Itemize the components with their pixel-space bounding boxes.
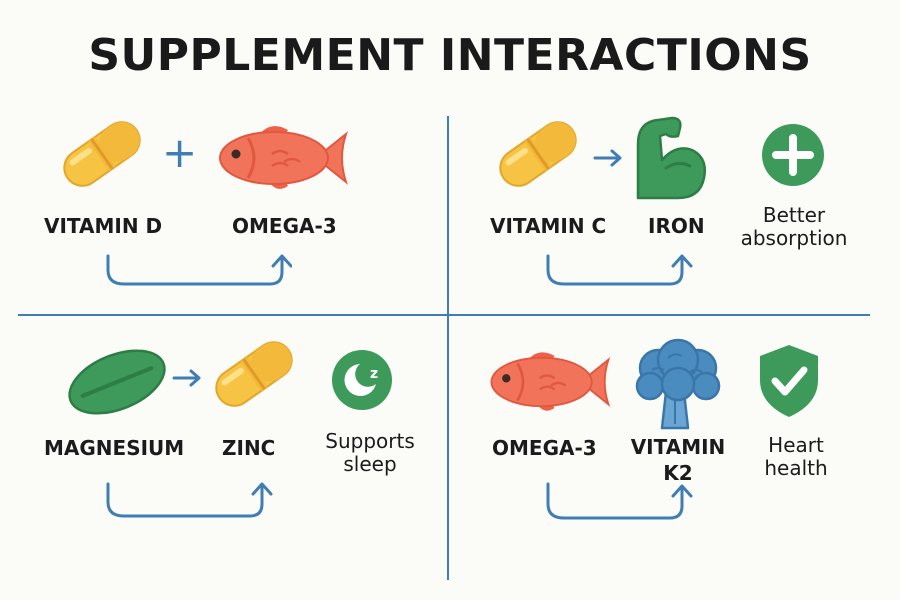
result-heart-health: Heart health [764,433,828,480]
connector-plus: + [162,128,198,177]
label-magnesium: MAGNESIUM [44,436,185,460]
panel-magnesium-zinc: z MAGNESIUM ZINC Supports sleep [0,330,430,530]
horizontal-divider [18,314,870,316]
vertical-divider [447,116,449,580]
arrow-icon [172,368,202,388]
fish-icon [484,344,614,420]
label-vitamin-c: VITAMIN C [490,214,607,238]
curved-arrow-icon [546,482,693,520]
fish-icon [212,118,352,198]
label-iron: IRON [648,214,705,238]
broccoli-icon [635,338,721,430]
flexed-arm-icon [636,116,706,200]
label-zinc: ZINC [222,436,276,460]
plus-badge-icon [762,124,824,186]
moon-badge-icon: z [332,350,392,410]
curved-arrow-icon [106,482,273,518]
curved-arrow-icon [546,254,693,286]
capsule-icon [204,334,304,414]
panel-omega-3-vitamin-k2: OMEGA-3 VITAMIN K2 Heart health [450,330,880,530]
page-title: SUPPLEMENT INTERACTIONS [88,30,812,81]
result-better-absorption: Better absorption [740,203,848,250]
panel-vitamin-d-omega-3: + VITAMIN D OMEGA-3 [0,100,430,300]
label-omega-3: OMEGA-3 [492,436,597,460]
tablet-icon [68,349,166,415]
shield-check-icon [760,345,818,417]
svg-text:z: z [370,366,378,382]
label-vitamin-d: VITAMIN D [44,214,163,238]
result-supports-sleep: Supports sleep [325,429,415,476]
capsule-icon [488,114,588,194]
label-vitamin-k2: VITAMIN K2 [630,435,726,485]
label-omega-3: OMEGA-3 [232,214,337,238]
curved-arrow-icon [102,252,292,292]
capsule-icon [52,114,152,194]
panel-vitamin-c-iron: VITAMIN C IRON Better absorption [450,100,880,300]
arrow-icon [593,148,623,168]
